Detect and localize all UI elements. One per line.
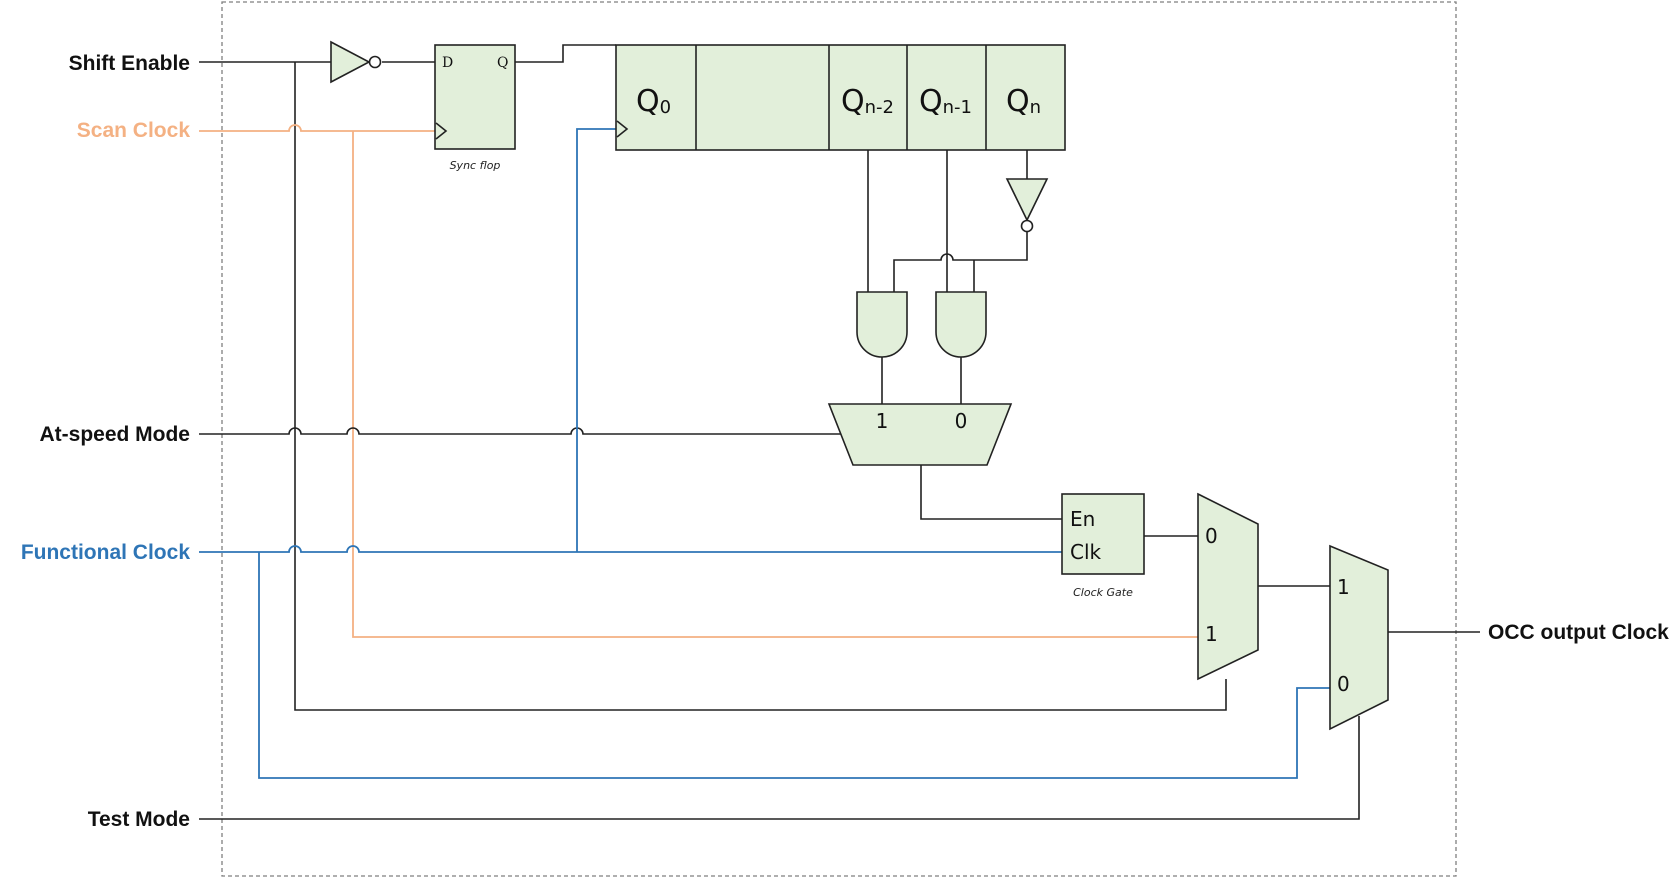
sync-flop-clock-marker [435, 122, 448, 140]
scan-clock-net [199, 124, 1198, 638]
clock-gate-en-pin: En [1070, 507, 1095, 531]
shift-enable-label: Shift Enable [69, 52, 190, 75]
and-gate-left [856, 291, 908, 358]
sync-flop-q-pin: Q [497, 55, 508, 71]
shift-mux-input-1: 1 [1205, 622, 1218, 646]
at-speed-mode-label: At-speed Mode [39, 423, 190, 446]
shift-mux: 0 1 [1197, 492, 1259, 681]
qn-inverter [1005, 178, 1049, 233]
test-mode-label: Test Mode [88, 808, 190, 831]
clock-gate-clk-pin: Clk [1070, 540, 1102, 564]
register-cell-qn-1: Qn-1 [919, 84, 972, 119]
register-cell-qn-2: Qn-2 [841, 84, 894, 119]
test-mux-input-1: 1 [1337, 575, 1350, 599]
register-cell-q0: Q0 [636, 84, 671, 119]
clock-gate-caption: Clock Gate [1073, 586, 1133, 599]
register-cell-qn: Qn [1006, 84, 1041, 119]
at-speed-mux-input-0: 0 [955, 409, 968, 433]
clock-gate: En Clk Clock Gate [1061, 493, 1145, 599]
shift-enable-inverter [330, 40, 382, 84]
shift-enable-net [199, 44, 1227, 711]
shift-mux-input-0: 0 [1205, 524, 1218, 548]
sync-flop-caption: Sync flop [450, 159, 501, 172]
at-speed-mux: 1 0 [827, 403, 1013, 466]
at-speed-mux-input-1: 1 [876, 409, 889, 433]
functional-clock-label: Functional Clock [21, 541, 191, 564]
occ-output-clock-label: OCC output Clock [1488, 621, 1669, 644]
and-gate-right [935, 291, 987, 358]
functional-clock-net [199, 128, 1330, 779]
test-mode-net [199, 716, 1360, 820]
scan-clock-label: Scan Clock [77, 119, 191, 142]
occ-block-boundary [221, 1, 1457, 877]
sync-flop-d-pin: D [442, 55, 453, 71]
shift-register: Q0 Qn-2 Qn-1 Qn [615, 44, 1066, 151]
test-mux-input-0: 0 [1337, 672, 1350, 696]
shift-register-clock-marker [616, 120, 629, 138]
sync-flop: D Q Sync flop [434, 44, 516, 172]
test-mux: 1 0 [1329, 544, 1389, 731]
internal-logic-nets [867, 150, 1480, 633]
